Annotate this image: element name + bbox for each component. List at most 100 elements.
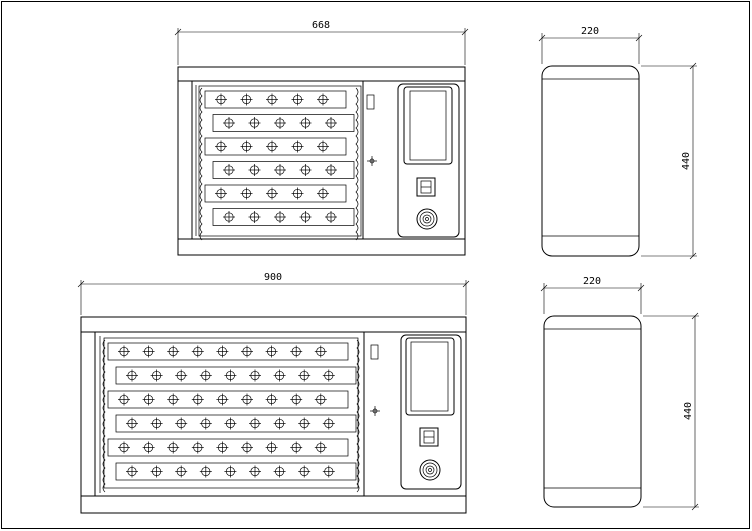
key-row xyxy=(107,342,349,361)
key-slot-icon xyxy=(298,417,311,430)
key-slot-icon xyxy=(199,369,212,382)
key-slot-icon xyxy=(274,211,286,223)
key-slot-icon xyxy=(191,345,204,358)
key-slot-icon xyxy=(224,369,237,382)
key-slot-icon xyxy=(223,117,235,129)
large-cabinet-lock-icon xyxy=(370,406,380,416)
key-slot-icon xyxy=(291,140,304,153)
key-slot-icon xyxy=(175,417,188,430)
key-slot-icon xyxy=(248,164,261,176)
small-side-depth-dimension: 220 xyxy=(538,26,643,64)
large-cabinet-control-panel xyxy=(400,334,462,490)
key-row xyxy=(212,114,355,132)
key-row xyxy=(115,462,357,481)
large-side-depth-dimension: 220 xyxy=(540,276,645,314)
key-slot-icon xyxy=(325,117,337,129)
key-slot-icon xyxy=(215,187,227,200)
key-slot-icon xyxy=(215,140,227,153)
key-slot-icon xyxy=(317,140,329,153)
large-cabinet-indicator-slot xyxy=(370,344,379,360)
key-slot-icon xyxy=(199,465,212,478)
key-slot-icon xyxy=(248,117,261,129)
key-slot-icon xyxy=(223,164,235,176)
key-slot-icon xyxy=(126,465,138,478)
small-cabinet-side-view: 220 440 xyxy=(538,26,697,260)
key-slot-icon xyxy=(126,369,138,382)
key-slot-icon xyxy=(290,345,303,358)
large-side-height-label: 440 xyxy=(683,402,694,420)
key-slot-icon xyxy=(118,345,130,358)
key-row xyxy=(115,414,357,433)
key-slot-icon xyxy=(314,441,327,454)
key-slot-icon xyxy=(248,211,261,223)
key-slot-icon xyxy=(291,187,304,200)
key-slot-icon xyxy=(240,93,253,106)
key-row xyxy=(107,390,349,409)
key-slot-icon xyxy=(199,417,212,430)
key-slot-icon xyxy=(142,393,155,406)
key-slot-icon xyxy=(274,164,286,176)
key-slot-icon xyxy=(224,465,237,478)
key-slot-icon xyxy=(291,93,304,106)
key-slot-icon xyxy=(142,345,155,358)
key-slot-icon xyxy=(273,417,286,430)
key-slot-icon xyxy=(126,417,138,430)
key-row xyxy=(204,90,347,109)
key-row xyxy=(107,438,349,457)
key-slot-icon xyxy=(325,164,337,176)
key-slot-icon xyxy=(241,393,253,406)
key-slot-icon xyxy=(325,211,337,223)
small-cabinet-knob-icon xyxy=(416,208,438,230)
small-cabinet-display-screen xyxy=(403,86,453,165)
key-row xyxy=(115,366,357,385)
small-cabinet-edge-scallop xyxy=(199,87,359,241)
key-slot-icon xyxy=(290,441,303,454)
key-slot-icon xyxy=(150,417,163,430)
key-row xyxy=(212,208,355,226)
small-side-height-dimension: 440 xyxy=(641,62,697,260)
small-side-height-label: 440 xyxy=(681,152,692,170)
key-slot-icon xyxy=(216,393,229,406)
key-slot-icon xyxy=(241,345,253,358)
key-slot-icon xyxy=(167,345,180,358)
large-side-depth-label: 220 xyxy=(583,276,601,287)
key-slot-icon xyxy=(167,393,180,406)
key-slot-icon xyxy=(265,345,278,358)
key-slot-icon xyxy=(322,465,335,478)
key-slot-icon xyxy=(314,345,327,358)
key-slot-icon xyxy=(273,369,286,382)
key-row xyxy=(204,184,347,203)
key-slot-icon xyxy=(273,465,286,478)
key-slot-icon xyxy=(215,93,227,106)
key-slot-icon xyxy=(266,187,278,200)
key-slot-icon xyxy=(298,369,311,382)
key-slot-icon xyxy=(317,93,329,106)
small-cabinet-fingerprint-icon xyxy=(416,177,436,197)
key-slot-icon xyxy=(249,369,261,382)
key-slot-icon xyxy=(240,140,253,153)
large-cabinet-width-label: 900 xyxy=(264,272,282,283)
key-slot-icon xyxy=(240,187,253,200)
small-cabinet-width-dimension: 668 xyxy=(174,20,469,65)
key-slot-icon xyxy=(223,211,235,223)
key-slot-icon xyxy=(266,93,278,106)
key-slot-icon xyxy=(175,465,188,478)
small-cabinet-front-view: 668 xyxy=(174,20,469,256)
key-slot-icon xyxy=(274,117,286,129)
large-cabinet-knob-icon xyxy=(419,459,441,481)
key-slot-icon xyxy=(118,393,130,406)
small-cabinet-width-label: 668 xyxy=(312,20,330,31)
small-side-depth-label: 220 xyxy=(581,26,599,37)
key-slot-icon xyxy=(150,369,163,382)
key-row xyxy=(204,137,347,156)
key-slot-icon xyxy=(150,465,163,478)
key-slot-icon xyxy=(241,441,253,454)
key-slot-icon xyxy=(322,417,335,430)
key-slot-icon xyxy=(299,211,312,223)
key-slot-icon xyxy=(317,187,329,200)
large-cabinet-fingerprint-icon xyxy=(419,427,439,447)
key-slot-icon xyxy=(299,164,312,176)
large-side-height-dimension: 440 xyxy=(643,312,699,511)
